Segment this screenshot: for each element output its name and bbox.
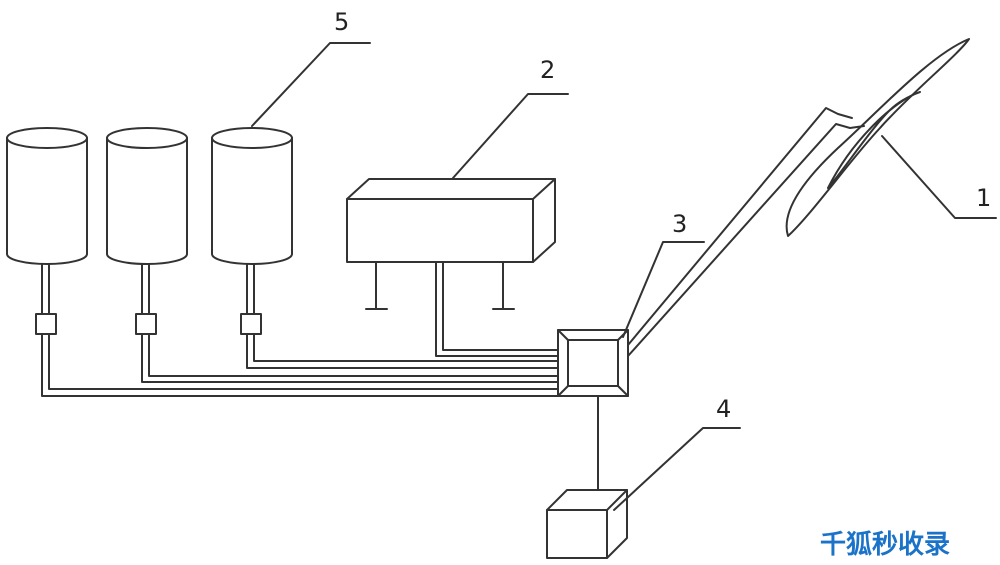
tank-3 <box>211 127 293 265</box>
label-3: 3 <box>672 210 687 238</box>
label-1: 1 <box>976 184 991 212</box>
tank-pipes <box>41 263 255 315</box>
watermark-text: 千狐秒收录 <box>820 530 950 560</box>
label-2: 2 <box>540 56 555 84</box>
nozzle-pipes <box>627 107 865 357</box>
valve-2 <box>135 313 157 335</box>
tank-2 <box>106 127 188 265</box>
label-5: 5 <box>334 8 349 36</box>
label-4: 4 <box>716 395 731 423</box>
valve-3 <box>240 313 262 335</box>
unit-2-box <box>346 178 556 263</box>
controller-box-3 <box>557 329 629 397</box>
nozzle-1 <box>785 38 970 237</box>
unit-4-box <box>546 489 628 559</box>
tank-1 <box>6 127 88 265</box>
leader-lines <box>251 42 997 511</box>
valve-1 <box>35 313 57 335</box>
feed-lines <box>41 261 559 397</box>
ground-symbols <box>365 261 515 310</box>
